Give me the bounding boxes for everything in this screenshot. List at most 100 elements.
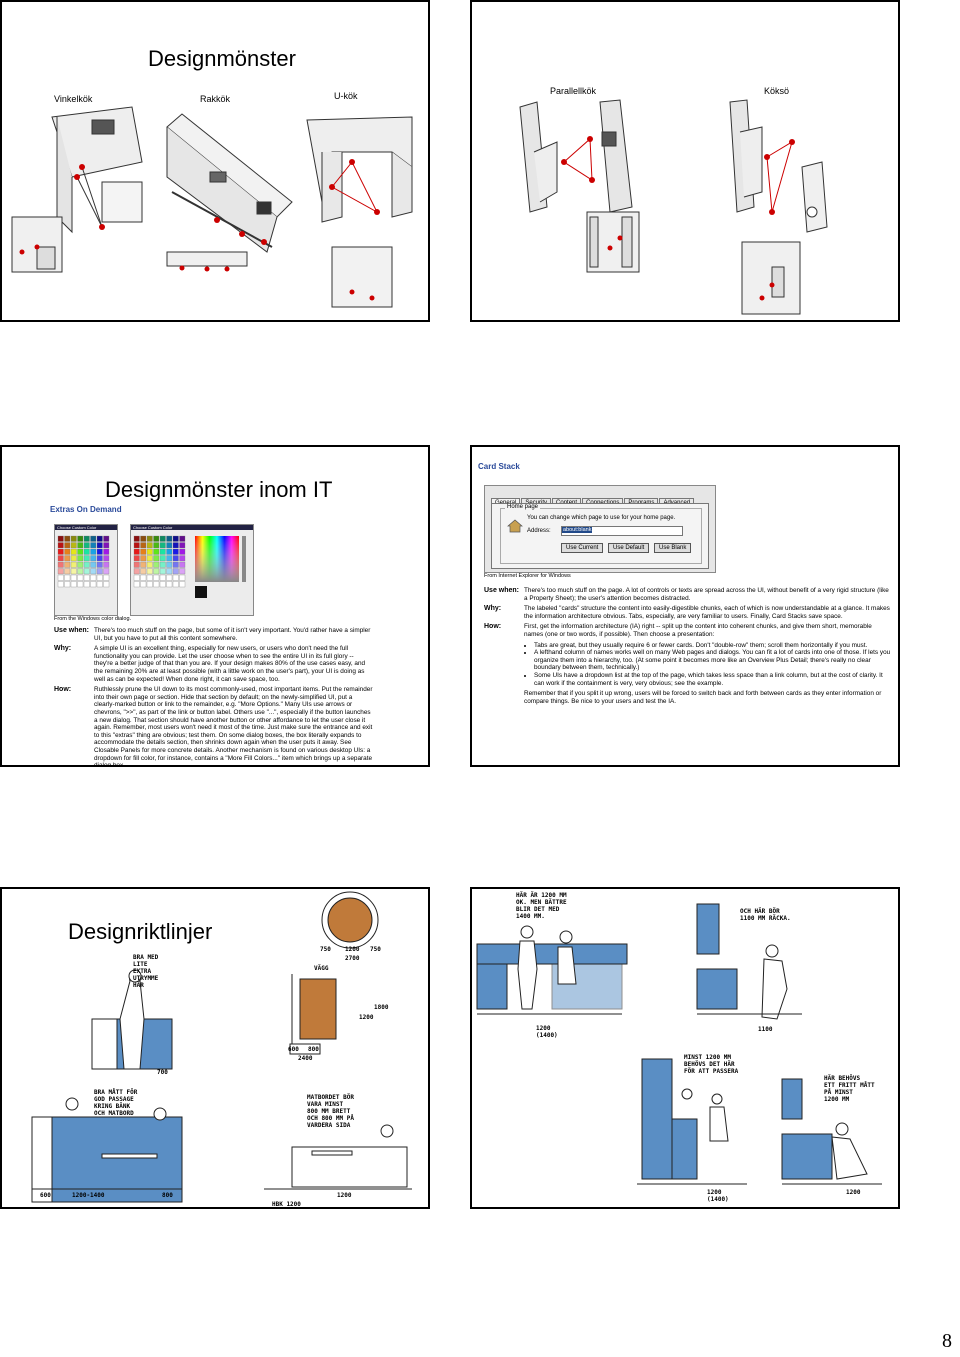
use-blank-button[interactable]: Use Blank (654, 543, 692, 553)
color-swatch[interactable] (77, 555, 84, 562)
color-swatch[interactable] (96, 568, 103, 575)
color-swatch[interactable] (159, 561, 166, 568)
color-swatch[interactable] (172, 568, 179, 575)
color-swatch[interactable] (64, 568, 71, 575)
color-swatch[interactable] (146, 535, 153, 542)
color-swatch[interactable] (96, 574, 103, 581)
color-swatch[interactable] (179, 542, 186, 549)
color-swatch[interactable] (64, 561, 71, 568)
color-swatch[interactable] (179, 548, 186, 555)
color-swatch[interactable] (166, 535, 173, 542)
color-swatch[interactable] (103, 568, 110, 575)
color-swatch[interactable] (96, 542, 103, 549)
color-swatch[interactable] (70, 548, 77, 555)
color-swatch[interactable] (166, 548, 173, 555)
color-swatch[interactable] (83, 568, 90, 575)
color-swatch[interactable] (57, 548, 64, 555)
color-swatch[interactable] (70, 574, 77, 581)
color-swatch[interactable] (77, 535, 84, 542)
use-default-button[interactable]: Use Default (608, 543, 650, 553)
color-swatch[interactable] (172, 561, 179, 568)
color-swatch[interactable] (103, 555, 110, 562)
color-swatch[interactable] (90, 568, 97, 575)
color-swatch[interactable] (57, 561, 64, 568)
color-swatch[interactable] (64, 548, 71, 555)
color-swatch[interactable] (153, 548, 160, 555)
address-input[interactable]: about:blank (561, 526, 683, 536)
color-swatch[interactable] (133, 568, 140, 575)
color-swatch[interactable] (172, 542, 179, 549)
color-swatch[interactable] (172, 581, 179, 588)
color-swatch[interactable] (83, 548, 90, 555)
color-swatch[interactable] (77, 574, 84, 581)
color-swatch[interactable] (133, 561, 140, 568)
color-swatch[interactable] (146, 574, 153, 581)
color-swatch[interactable] (179, 574, 186, 581)
color-swatch[interactable] (83, 561, 90, 568)
color-swatch[interactable] (146, 581, 153, 588)
color-swatch[interactable] (166, 581, 173, 588)
color-swatch[interactable] (70, 581, 77, 588)
color-swatch[interactable] (153, 574, 160, 581)
color-swatch[interactable] (166, 555, 173, 562)
color-swatch[interactable] (64, 555, 71, 562)
color-swatch[interactable] (64, 574, 71, 581)
color-swatch[interactable] (103, 542, 110, 549)
color-swatch[interactable] (140, 581, 147, 588)
color-swatch[interactable] (77, 561, 84, 568)
color-swatch[interactable] (146, 542, 153, 549)
color-swatch[interactable] (179, 555, 186, 562)
color-swatch[interactable] (57, 535, 64, 542)
color-swatch[interactable] (159, 581, 166, 588)
color-swatch[interactable] (96, 535, 103, 542)
color-swatch[interactable] (96, 561, 103, 568)
color-swatch[interactable] (146, 555, 153, 562)
color-swatch[interactable] (140, 535, 147, 542)
color-swatch[interactable] (172, 548, 179, 555)
color-swatch[interactable] (172, 574, 179, 581)
color-swatch[interactable] (90, 542, 97, 549)
color-swatch[interactable] (70, 542, 77, 549)
color-swatch[interactable] (103, 561, 110, 568)
color-swatch[interactable] (153, 568, 160, 575)
color-swatch[interactable] (133, 555, 140, 562)
color-swatch[interactable] (140, 542, 147, 549)
color-swatch[interactable] (140, 568, 147, 575)
color-swatch[interactable] (133, 548, 140, 555)
color-swatch[interactable] (70, 535, 77, 542)
color-swatch[interactable] (179, 568, 186, 575)
color-swatch[interactable] (57, 574, 64, 581)
color-swatch[interactable] (159, 542, 166, 549)
color-swatch[interactable] (83, 581, 90, 588)
color-swatch[interactable] (90, 574, 97, 581)
color-swatch[interactable] (146, 548, 153, 555)
color-swatch[interactable] (133, 574, 140, 581)
color-swatch[interactable] (83, 542, 90, 549)
use-current-button[interactable]: Use Current (561, 543, 604, 553)
color-swatch[interactable] (57, 542, 64, 549)
color-swatch[interactable] (77, 548, 84, 555)
color-swatch[interactable] (159, 568, 166, 575)
color-swatch[interactable] (146, 561, 153, 568)
color-swatch[interactable] (133, 581, 140, 588)
color-swatch[interactable] (90, 561, 97, 568)
color-swatch[interactable] (172, 555, 179, 562)
color-swatch[interactable] (96, 555, 103, 562)
color-swatch[interactable] (77, 542, 84, 549)
color-swatch[interactable] (70, 568, 77, 575)
color-swatch[interactable] (90, 581, 97, 588)
color-swatch[interactable] (172, 535, 179, 542)
color-swatch[interactable] (83, 574, 90, 581)
color-swatch[interactable] (70, 561, 77, 568)
color-swatch[interactable] (166, 561, 173, 568)
color-swatch[interactable] (64, 535, 71, 542)
color-swatch[interactable] (64, 581, 71, 588)
color-swatch[interactable] (179, 535, 186, 542)
color-swatch[interactable] (77, 568, 84, 575)
color-swatch[interactable] (140, 548, 147, 555)
color-swatch[interactable] (57, 555, 64, 562)
color-swatch[interactable] (57, 581, 64, 588)
color-swatch[interactable] (140, 555, 147, 562)
color-swatch[interactable] (153, 561, 160, 568)
color-swatch[interactable] (166, 574, 173, 581)
